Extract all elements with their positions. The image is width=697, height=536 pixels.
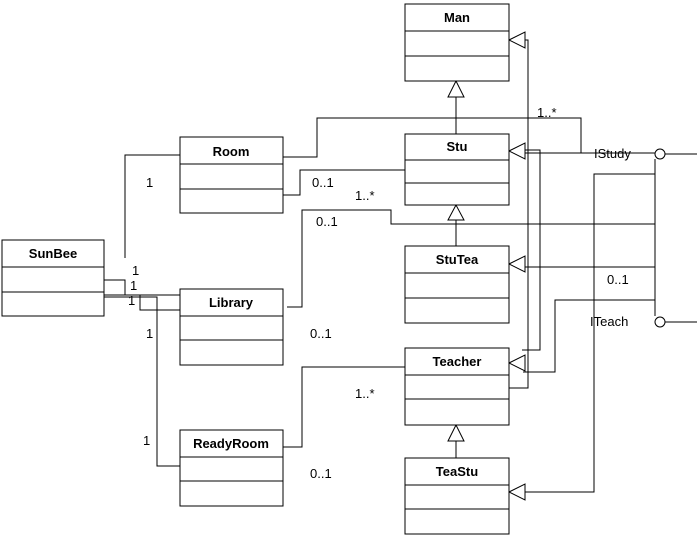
class-teastu[interactable]: TeaStu: [404, 457, 510, 535]
class-stu-title: Stu: [447, 139, 468, 154]
iteach-circle: [654, 316, 666, 328]
stu-side-arrow: [507, 142, 526, 160]
class-readyroom[interactable]: ReadyRoom: [179, 429, 284, 507]
class-stutea[interactable]: StuTea: [404, 245, 510, 324]
room-stu-association: [283, 117, 582, 158]
stutea-to-stu-generalization: [522, 149, 541, 351]
teastu-side-arrow: [507, 483, 526, 501]
istudy-circle: [654, 148, 666, 160]
multiplicity-label: 0..1: [316, 214, 338, 229]
teacher-to-man-generalization: [508, 147, 529, 389]
multiplicity-label: 1: [146, 326, 153, 341]
istudy-drop: [522, 173, 655, 493]
class-teacher[interactable]: Teacher: [404, 347, 510, 426]
sunbee-library-link: [104, 294, 180, 311]
multiplicity-label: 1..*: [537, 105, 557, 120]
library-stutea-link: [287, 209, 655, 308]
sunbee-room-link: [124, 154, 180, 258]
class-library[interactable]: Library: [179, 288, 284, 366]
multiplicity-label: 1..*: [355, 386, 375, 401]
multiplicity-label: 0..1: [607, 272, 629, 287]
interface-iteach-label: ITeach: [590, 314, 628, 329]
multiplicity-label: 1..*: [355, 188, 375, 203]
class-room-title: Room: [213, 144, 250, 159]
man-side-arrow: [507, 31, 526, 49]
man-generalization-arrow: [447, 79, 465, 98]
multiplicity-label: 1: [143, 433, 150, 448]
sunbee-top-link: [104, 279, 180, 296]
class-man[interactable]: Man: [404, 3, 510, 82]
multiplicity-label: 0..1: [310, 326, 332, 341]
multiplicity-label: 1: [132, 263, 139, 278]
class-stu[interactable]: Stu: [404, 133, 510, 206]
room-stu-link: [283, 169, 405, 196]
class-sunbee-title: SunBee: [29, 246, 77, 261]
sunbee-readyroom-link: [104, 296, 180, 467]
multiplicity-label: 1: [146, 175, 153, 190]
class-stutea-title: StuTea: [436, 252, 479, 267]
multiplicity-label: 0..1: [310, 466, 332, 481]
interface-istudy-label: IStudy: [594, 146, 631, 161]
multiplicity-label: 0..1: [312, 175, 334, 190]
multiplicity-label: 1: [130, 278, 137, 293]
teacher-teastu-route: [523, 299, 655, 373]
class-man-title: Man: [444, 10, 470, 25]
multiplicity-label: 1: [128, 293, 135, 308]
class-library-title: Library: [209, 295, 254, 310]
class-sunbee[interactable]: SunBee: [1, 239, 105, 317]
teacher-side-arrow: [507, 354, 526, 372]
class-teastu-title: TeaStu: [436, 464, 478, 479]
class-teacher-title: Teacher: [433, 354, 482, 369]
class-readyroom-title: ReadyRoom: [193, 436, 269, 451]
stu-to-man-generalization: [522, 39, 529, 147]
teacher-generalization-arrow: [447, 423, 465, 442]
stutea-side-arrow: [507, 255, 526, 273]
class-room[interactable]: Room: [179, 136, 284, 214]
stu-generalization-arrow: [447, 203, 465, 221]
readyroom-teacher-link: [283, 366, 405, 448]
